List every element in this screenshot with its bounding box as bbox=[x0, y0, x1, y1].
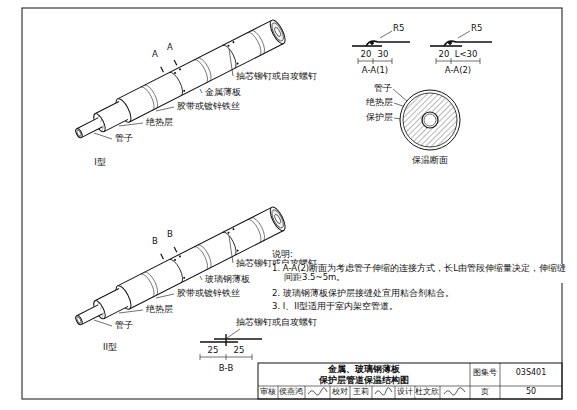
dimension: 25 bbox=[208, 346, 219, 355]
part-label: 抽芯铆钉或自攻螺钉 bbox=[236, 318, 317, 327]
a-a-sections bbox=[352, 41, 492, 64]
part-label: 绝热层 bbox=[366, 98, 393, 107]
drawing-title: 金属、玻璃钢薄板 保护层管道保温结构图 bbox=[304, 364, 424, 386]
part-label: 管子 bbox=[374, 84, 392, 93]
section-mark: B bbox=[152, 237, 158, 246]
type-label: I型 bbox=[94, 158, 106, 167]
title-block-cell: 校对 bbox=[332, 388, 348, 397]
part-label: 绝热层 bbox=[146, 118, 173, 127]
part-label: 保护层 bbox=[366, 113, 393, 122]
title-block-cell: 图集号 bbox=[473, 369, 497, 378]
title-block-cell: 03S401 bbox=[516, 369, 547, 378]
part-label: 胶带或镀锌铁丝 bbox=[177, 289, 240, 298]
title-block-cell: 侯燕鸿 bbox=[279, 388, 303, 397]
part-label: 金属薄板 bbox=[205, 88, 241, 97]
insulation-cross-section bbox=[400, 90, 460, 150]
part-label: 抽芯铆钉或自攻螺钉 bbox=[236, 72, 317, 81]
dimension: 30 bbox=[378, 50, 389, 59]
title-block-cell: 审核 bbox=[260, 388, 276, 397]
title-block-cell: 页 bbox=[481, 388, 489, 397]
title-block-cell: 杜文欣 bbox=[415, 388, 439, 397]
section-title: A-A(1) bbox=[362, 66, 388, 75]
note: 2. 玻璃钢薄板保护层接缝处宜用粘合剂粘合。 bbox=[272, 289, 454, 298]
type-label: II型 bbox=[103, 343, 117, 352]
dimension: 20 bbox=[361, 50, 372, 59]
title-block bbox=[258, 363, 562, 399]
b-b-section bbox=[200, 334, 262, 360]
part-label: 管子 bbox=[115, 134, 133, 143]
title-block-cell: 王莉 bbox=[353, 388, 369, 397]
title-block-cell: 50 bbox=[526, 388, 536, 397]
dimension: 20 bbox=[439, 50, 450, 59]
section-title: A-A(2) bbox=[445, 66, 471, 75]
dimension: 25 bbox=[234, 346, 245, 355]
part-label: 玻璃钢薄板 bbox=[205, 275, 250, 284]
part-label: 绝热层 bbox=[146, 305, 173, 314]
section-title: B-B bbox=[219, 364, 233, 373]
note: 1. A-A(2)断面为考虑管子伸缩的连接方式，长L由管段伸缩量决定，伸缩缝间距… bbox=[272, 264, 566, 283]
leader-lines bbox=[94, 31, 470, 338]
section-mark: B bbox=[167, 230, 173, 239]
title-block-cell: 设计 bbox=[397, 388, 413, 397]
section-mark: A bbox=[152, 50, 158, 59]
dimension: L<30 bbox=[455, 50, 478, 59]
radius-label: R5 bbox=[393, 24, 404, 33]
section-mark: A bbox=[167, 43, 173, 52]
note: 3. I、II型适用于室内架空管道。 bbox=[272, 302, 398, 311]
part-label: 管子 bbox=[115, 321, 133, 330]
notes-heading: 说明: bbox=[272, 250, 293, 259]
radius-label: R5 bbox=[471, 24, 482, 33]
section-title: 保温断面 bbox=[412, 156, 448, 165]
part-label: 胶带或镀锌铁丝 bbox=[177, 102, 240, 111]
